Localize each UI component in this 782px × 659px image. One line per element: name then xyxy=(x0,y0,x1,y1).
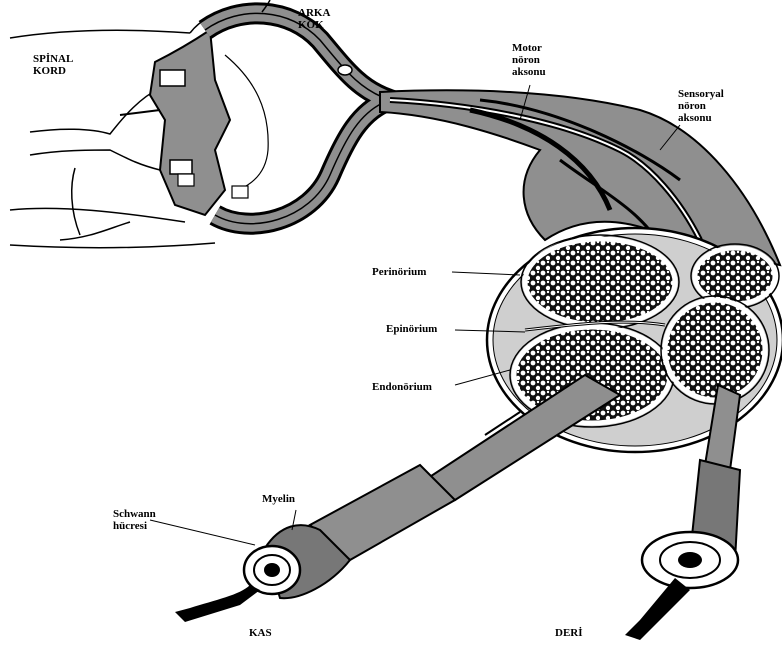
motor-fiber xyxy=(175,375,620,622)
label-dorsal-root: ARKA KÖK xyxy=(298,7,330,31)
label-motor-axon-line1: Motor xyxy=(512,42,546,54)
label-muscle: KAS xyxy=(249,627,272,639)
label-spinal-cord: SPİNAL KORD xyxy=(33,53,73,77)
label-motor-axon: Motor nöron aksonu xyxy=(512,42,546,78)
label-endoneurium: Endonörium xyxy=(372,381,432,393)
label-motor-axon-line3: aksonu xyxy=(512,66,546,78)
root-loop xyxy=(205,0,390,224)
label-schwann-cell: Schwann hücresi xyxy=(113,508,156,532)
label-perineurium: Perinörium xyxy=(372,266,426,278)
label-epineurium: Epinörium xyxy=(386,323,437,335)
label-sensory-axon-line1: Sensoryal xyxy=(678,88,724,100)
label-sensory-axon-line2: nöron xyxy=(678,100,724,112)
label-sensory-axon-line3: aksonu xyxy=(678,112,724,124)
label-motor-axon-line2: nöron xyxy=(512,54,546,66)
label-sensory-axon: Sensoryal nöron aksonu xyxy=(678,88,724,124)
label-spinal-cord-line1: SPİNAL xyxy=(33,53,73,65)
label-skin: DERİ xyxy=(555,627,583,639)
label-schwann-cell-line2: hücresi xyxy=(113,520,156,532)
label-schwann-cell-line1: Schwann xyxy=(113,508,156,520)
label-spinal-cord-line2: KORD xyxy=(33,65,73,77)
label-myelin: Myelin xyxy=(262,493,295,505)
label-dorsal-root-line2: KÖK xyxy=(298,19,330,31)
dorsal-root-ganglion xyxy=(120,30,230,215)
label-dorsal-root-line1: ARKA xyxy=(298,7,330,19)
